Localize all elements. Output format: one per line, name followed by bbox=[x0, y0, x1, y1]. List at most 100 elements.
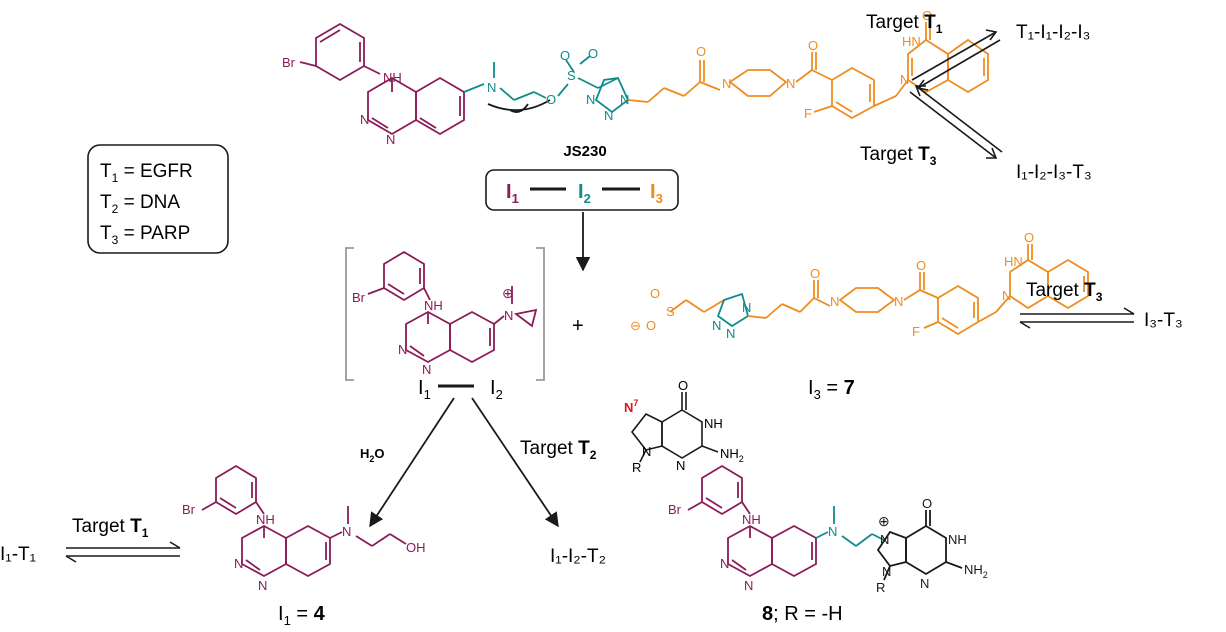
atom-nh: NH bbox=[704, 416, 723, 431]
atom-nh: NH bbox=[948, 532, 967, 547]
atom-n: N bbox=[342, 524, 351, 539]
atom-n: N bbox=[604, 108, 613, 123]
i2-fragment-top bbox=[463, 55, 619, 101]
atom-n: N bbox=[726, 326, 735, 341]
compound-8-atom-labels: Br NH N N N N ⊕ O NH N N NH2 R bbox=[668, 496, 988, 595]
atom-o: O bbox=[650, 286, 660, 301]
electron-push-arrow bbox=[487, 99, 551, 112]
atom-s: S bbox=[567, 68, 576, 83]
atom-n: N bbox=[422, 362, 431, 377]
atom-n: N bbox=[830, 294, 839, 309]
atom-n: N bbox=[828, 524, 837, 539]
atom-br: Br bbox=[282, 55, 296, 70]
atom-o: O bbox=[546, 92, 556, 107]
atom-n: N bbox=[586, 92, 595, 107]
plus-sign: + bbox=[572, 315, 584, 337]
atom-o: O bbox=[922, 8, 932, 23]
atom-n: N bbox=[386, 132, 395, 147]
atom-n: N bbox=[920, 576, 929, 591]
atom-nh: NH bbox=[742, 512, 761, 527]
equilibrium-i1-t1 bbox=[65, 541, 181, 563]
atom-s: S bbox=[666, 304, 675, 319]
atom-oh: OH bbox=[406, 540, 426, 555]
js230-structure bbox=[299, 22, 989, 136]
atom-o: O bbox=[808, 38, 818, 53]
atom-n: N bbox=[742, 300, 751, 315]
js230-atom-labels: Br NH N N N O S O O N N N O N N O F HN O… bbox=[282, 8, 932, 147]
svg-text:I2: I2 bbox=[490, 377, 503, 402]
atom-o: O bbox=[696, 44, 706, 59]
atom-n: N bbox=[620, 92, 629, 107]
arrow-target-t2 bbox=[471, 397, 559, 528]
atom-o: O bbox=[922, 496, 932, 511]
atom-n: N bbox=[360, 112, 369, 127]
atom-hn: HN bbox=[902, 34, 921, 49]
atom-n: N bbox=[676, 458, 685, 473]
i3-atom-labels: O S O ⊖ N N N O N N O F HN O N bbox=[630, 230, 1034, 341]
guanine-atom-labels: N7 O NH N N NH2 R bbox=[624, 378, 744, 475]
atom-o: O bbox=[588, 46, 598, 61]
atom-n: N bbox=[487, 80, 496, 95]
atom-o: O bbox=[810, 266, 820, 281]
atom-nh2: NH2 bbox=[720, 446, 744, 464]
atom-br: Br bbox=[182, 502, 196, 517]
label-i1-i2: I1 I2 bbox=[418, 377, 503, 402]
plus-charge: ⊕ bbox=[502, 285, 514, 301]
atom-n: N bbox=[712, 318, 721, 333]
label-target-t2: Target T2 bbox=[520, 438, 597, 462]
atom-n: N bbox=[786, 76, 795, 91]
product-i3-t3: I₃-T₃ bbox=[1144, 310, 1183, 331]
atom-nh: NH bbox=[256, 512, 275, 527]
i1-i2-i3-box: I1 I2 I3 bbox=[485, 169, 679, 211]
atom-n7: N7 bbox=[624, 398, 638, 415]
atom-hn: HN bbox=[1004, 254, 1023, 269]
label-target-t1-bottom: Target T1 bbox=[72, 516, 149, 540]
guanine-structure bbox=[630, 392, 719, 463]
atom-nh: NH bbox=[383, 70, 402, 85]
atom-n: N bbox=[398, 342, 407, 357]
compound-name-js230: JS230 bbox=[563, 143, 606, 160]
legend-box: T1 = EGFR T2 = DNA T3 = PARP bbox=[87, 144, 229, 254]
box-i2: I2 bbox=[578, 181, 591, 206]
product-i1-t1: I₁-T₁ bbox=[0, 544, 36, 565]
label-h2o: H2O bbox=[360, 446, 385, 464]
label-target-t1-top: Target T1 bbox=[866, 12, 943, 36]
atom-n: N bbox=[642, 444, 651, 459]
atom-n: N bbox=[234, 556, 243, 571]
atom-n: N bbox=[744, 578, 753, 593]
legend-t1: T1 = EGFR bbox=[100, 161, 193, 185]
i1-fragment-top bbox=[299, 22, 465, 136]
atom-n: N bbox=[882, 564, 891, 579]
atom-br: Br bbox=[668, 502, 682, 517]
minus-charge: ⊖ bbox=[630, 318, 641, 333]
atom-n: N bbox=[900, 72, 909, 87]
atom-n: N bbox=[880, 532, 889, 547]
i3-structure bbox=[669, 244, 1089, 336]
plus-charge: ⊕ bbox=[878, 513, 890, 529]
atom-nh: NH bbox=[424, 298, 443, 313]
atom-r: R bbox=[632, 460, 641, 475]
label-i3-eq-7: I3 = 7 bbox=[808, 377, 855, 402]
atom-n: N bbox=[504, 308, 513, 323]
atom-o: O bbox=[560, 48, 570, 63]
label-i1-eq-4: I1 = 4 bbox=[278, 603, 326, 628]
atom-o: O bbox=[916, 258, 926, 273]
atom-f: F bbox=[804, 106, 812, 121]
compound-4-structure bbox=[201, 464, 407, 578]
equilibrium-i3-t3 bbox=[1019, 307, 1135, 329]
svg-text:I1: I1 bbox=[418, 377, 431, 402]
atom-r: R bbox=[876, 580, 885, 595]
atom-n: N bbox=[720, 556, 729, 571]
product-t1-i1-i2-i3: T₁-I₁-I₂-I₃ bbox=[1016, 22, 1090, 43]
atom-nh2: NH2 bbox=[964, 562, 988, 580]
product-i1-i2-t2: I₁-I₂-T₂ bbox=[550, 546, 606, 567]
arrow-hydrolysis bbox=[369, 397, 455, 528]
i3-fragment-top bbox=[594, 22, 989, 120]
atom-n: N bbox=[722, 76, 731, 91]
box-i3: I3 bbox=[650, 181, 663, 206]
atom-f: F bbox=[912, 324, 920, 339]
atom-o: O bbox=[646, 318, 656, 333]
compound-4-atom-labels: Br NH N N N OH bbox=[182, 502, 426, 593]
product-i1-i2-i3-t3: I₁-I₂-I₃-T₃ bbox=[1016, 162, 1092, 183]
